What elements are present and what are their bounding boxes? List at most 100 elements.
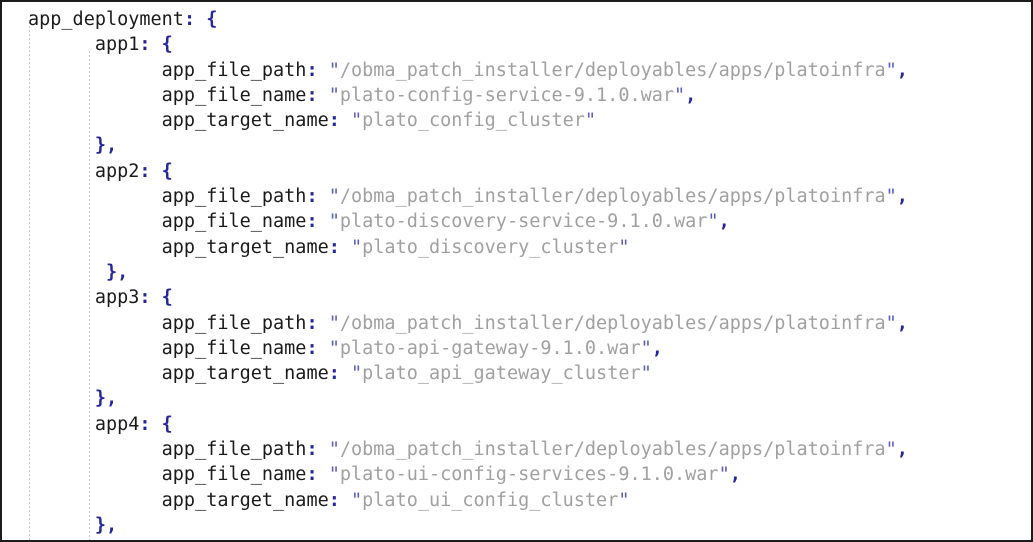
colon-token: : xyxy=(306,464,329,486)
close-quote-token: " xyxy=(584,110,597,132)
code-line[interactable]: app_file_name: "plato-config-service-9.1… xyxy=(2,83,1031,108)
colon-token: : xyxy=(306,59,329,81)
colon-token: : xyxy=(306,337,329,359)
close-quote-token: " xyxy=(707,211,719,233)
comma-token: , xyxy=(105,388,118,410)
line-indent xyxy=(28,287,95,308)
line-indent xyxy=(28,338,162,359)
code-line[interactable]: app_file_path: "/obma_patch_installer/de… xyxy=(2,311,1031,336)
property-key: app_file_path xyxy=(161,312,307,334)
close-quote-token: " xyxy=(718,464,730,486)
open-quote-token: " xyxy=(351,489,363,511)
colon-token: : xyxy=(139,160,162,182)
close-quote-token: " xyxy=(618,489,630,511)
colon-token: : xyxy=(306,186,329,208)
property-key: app_file_path xyxy=(161,59,307,81)
property-value: plato-discovery-service-9.1.0.war xyxy=(339,211,708,233)
line-indent xyxy=(28,60,162,81)
code-line[interactable]: app_deployment: { xyxy=(2,7,1031,32)
close-brace-token: } xyxy=(94,388,106,410)
property-value: /obma_patch_installer/deployables/apps/p… xyxy=(339,439,886,461)
code-line[interactable]: app_file_name: "plato-discovery-service-… xyxy=(2,209,1031,234)
line-indent xyxy=(28,388,95,409)
code-line[interactable]: app_target_name: "plato_api_gateway_clus… xyxy=(2,361,1031,386)
comma-token: , xyxy=(896,312,908,334)
open-brace-token: { xyxy=(161,413,173,435)
property-key: app_file_name xyxy=(161,464,307,486)
code-line[interactable]: app_file_path: "/obma_patch_installer/de… xyxy=(2,184,1031,209)
colon-token: : xyxy=(139,413,162,435)
colon-token: : xyxy=(306,211,329,233)
close-quote-token: " xyxy=(674,84,686,106)
colon-token: : xyxy=(306,312,329,334)
code-line[interactable]: app_file_path: "/obma_patch_installer/de… xyxy=(2,58,1031,83)
open-quote-token: " xyxy=(328,439,340,461)
line-indent xyxy=(28,161,95,182)
comma-token: , xyxy=(105,135,118,157)
close-quote-token: " xyxy=(618,236,630,258)
open-quote-token: " xyxy=(351,236,363,258)
open-brace-token: { xyxy=(161,34,173,56)
code-line[interactable]: app2: { xyxy=(2,159,1031,184)
property-value: /obma_patch_installer/deployables/apps/p… xyxy=(339,186,886,208)
line-indent xyxy=(28,464,162,485)
code-line[interactable]: }, xyxy=(2,260,1031,285)
line-indent xyxy=(28,313,162,334)
object-key: app1 xyxy=(94,34,140,56)
comma-token: , xyxy=(651,337,663,359)
open-quote-token: " xyxy=(328,464,340,486)
code-line[interactable]: app_file_name: "plato-ui-config-services… xyxy=(2,462,1031,487)
property-value: plato-ui-config-services-9.1.0.war xyxy=(339,464,719,486)
open-quote-token: " xyxy=(328,84,340,106)
object-key: app_deployment xyxy=(28,9,184,30)
close-quote-token: " xyxy=(640,363,652,385)
code-line[interactable]: }, xyxy=(2,513,1031,538)
open-quote-token: " xyxy=(328,211,340,233)
code-line[interactable]: app_file_name: "plato-api-gateway-9.1.0.… xyxy=(2,336,1031,361)
property-value: plato_discovery_cluster xyxy=(362,236,619,258)
code-line[interactable]: app_file_path: "/obma_patch_installer/de… xyxy=(2,437,1031,462)
open-quote-token: " xyxy=(351,110,363,132)
property-key: app_target_name xyxy=(161,236,329,258)
code-line[interactable]: app_target_name: "plato_ui_config_cluste… xyxy=(2,488,1031,513)
line-indent xyxy=(28,85,162,106)
colon-token: : xyxy=(306,84,329,106)
code-line[interactable]: app_target_name: "plato_discovery_cluste… xyxy=(2,235,1031,260)
close-quote-token: " xyxy=(885,59,897,81)
property-key: app_target_name xyxy=(161,489,329,511)
line-indent xyxy=(28,186,162,207)
property-key: app_file_path xyxy=(161,186,307,208)
code-line[interactable]: app4: { xyxy=(2,412,1031,437)
colon-token: : xyxy=(328,236,352,258)
line-indent xyxy=(28,363,162,384)
line-indent xyxy=(28,211,162,232)
colon-token: : xyxy=(328,363,352,385)
code-line[interactable]: app3: { xyxy=(2,285,1031,310)
property-value: plato-config-service-9.1.0.war xyxy=(339,84,675,106)
property-key: app_file_path xyxy=(161,439,307,461)
object-key: app4 xyxy=(94,413,140,435)
comma-token: , xyxy=(718,211,730,233)
property-key: app_target_name xyxy=(161,110,329,132)
colon-token: : xyxy=(306,439,329,461)
close-quote-token: " xyxy=(885,439,897,461)
close-brace-token: } xyxy=(105,261,118,283)
colon-token: : xyxy=(139,34,162,56)
code-line[interactable]: app1: { xyxy=(2,32,1031,57)
line-indent xyxy=(28,414,95,435)
close-quote-token: " xyxy=(885,186,897,208)
code-line[interactable]: }, xyxy=(2,386,1031,411)
line-indent xyxy=(28,439,162,460)
open-brace-token: { xyxy=(161,160,173,182)
open-quote-token: " xyxy=(328,312,340,334)
open-brace-token: { xyxy=(206,9,218,30)
code-line[interactable]: app_target_name: "plato_config_cluster" xyxy=(2,108,1031,133)
open-quote-token: " xyxy=(328,186,340,208)
open-quote-token: " xyxy=(328,59,340,81)
colon-token: : xyxy=(139,287,162,309)
line-indent xyxy=(28,237,162,258)
close-brace-token: } xyxy=(94,135,106,157)
code-line[interactable]: }, xyxy=(2,133,1031,158)
